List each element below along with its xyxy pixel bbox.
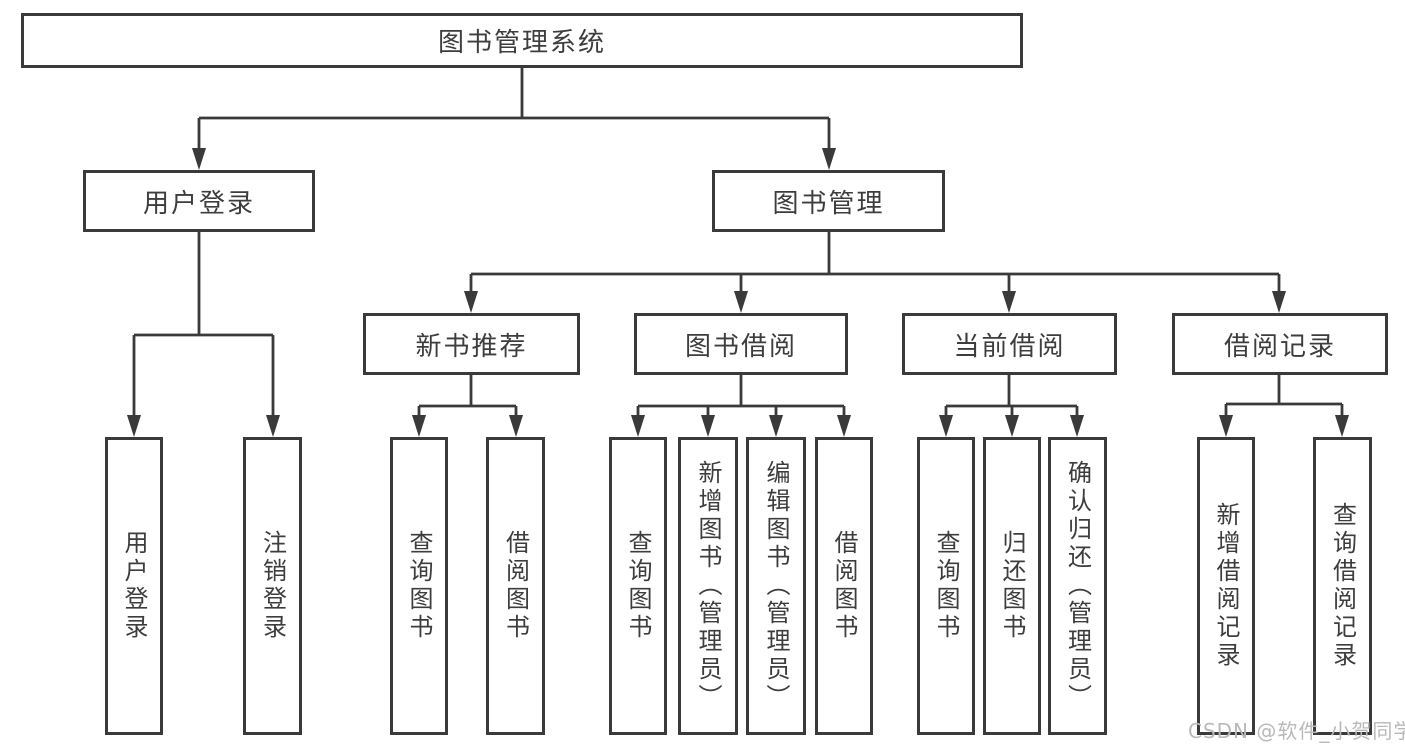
leaf-bb-edit-books-admin: 编辑图书（管理员） [746, 437, 806, 735]
leaf-bb-add-books-admin: 新增图书（管理员） [678, 437, 738, 735]
leaf-cb-query-books: 查询图书 [917, 437, 975, 735]
node-current-borrow: 当前借阅 [902, 313, 1117, 375]
leaf-br-query-record-label: 查询借阅记录 [1328, 502, 1357, 670]
leaf-rec-query-books: 查询图书 [390, 437, 448, 735]
leaf-bb-borrow-books-label: 借阅图书 [830, 530, 858, 642]
leaf-cb-query-books-label: 查询图书 [932, 530, 960, 642]
node-root-system: 图书管理系统 [21, 13, 1023, 68]
leaf-bb-borrow-books: 借阅图书 [815, 437, 873, 735]
csdn-watermark: CSDN @软件_小贺同学 [1188, 719, 1405, 743]
leaf-user-login: 用户登录 [105, 437, 163, 735]
leaf-cb-confirm-return-admin-label: 确认归还（管理员） [1063, 460, 1092, 712]
leaf-br-query-record: 查询借阅记录 [1313, 437, 1372, 735]
leaf-rec-borrow-books-label: 借阅图书 [501, 530, 530, 642]
leaf-bb-query-books: 查询图书 [609, 437, 667, 735]
node-book-management: 图书管理 [712, 170, 945, 232]
leaf-cb-confirm-return-admin: 确认归还（管理员） [1048, 437, 1107, 735]
leaf-cb-return-books: 归还图书 [983, 437, 1041, 735]
node-new-book-recommend: 新书推荐 [363, 313, 580, 375]
leaf-bb-edit-books-admin-label: 编辑图书（管理员） [762, 460, 790, 712]
leaf-user-login-label: 用户登录 [120, 530, 148, 642]
leaf-rec-query-books-label: 查询图书 [405, 530, 433, 642]
leaf-cb-return-books-label: 归还图书 [998, 530, 1026, 642]
node-book-borrow: 图书借阅 [634, 313, 848, 375]
leaf-rec-borrow-books: 借阅图书 [486, 437, 545, 735]
connector-paths [132, 68, 1344, 419]
leaf-logout: 注销登录 [243, 437, 302, 735]
node-borrow-records: 借阅记录 [1172, 313, 1388, 375]
node-user-login: 用户登录 [83, 170, 315, 232]
leaf-logout-label: 注销登录 [258, 530, 287, 642]
leaf-bb-add-books-admin-label: 新增图书（管理员） [694, 460, 722, 712]
leaf-bb-query-books-label: 查询图书 [624, 530, 652, 642]
leaf-br-add-record: 新增借阅记录 [1197, 437, 1255, 735]
arrowheads [127, 148, 1349, 437]
leaf-br-add-record-label: 新增借阅记录 [1212, 502, 1240, 670]
